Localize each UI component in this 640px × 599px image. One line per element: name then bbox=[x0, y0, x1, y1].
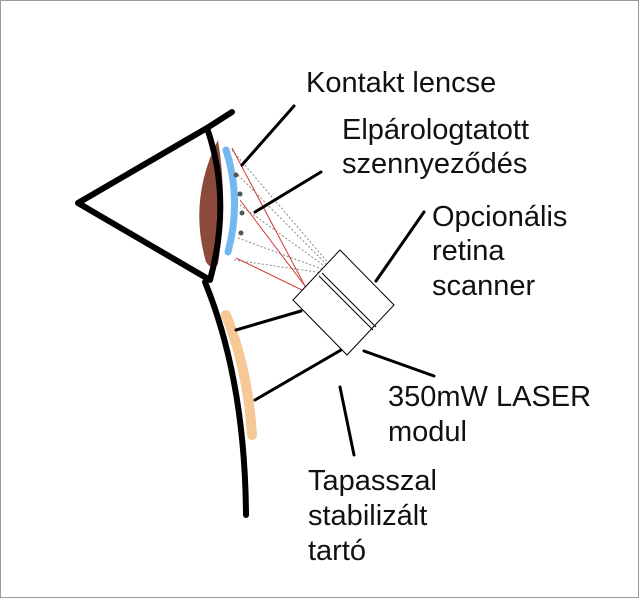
label-laser-module-2: modul bbox=[388, 416, 467, 448]
leader-contact-lens bbox=[240, 104, 296, 167]
skin-patch bbox=[221, 310, 257, 440]
leader-holder-1 bbox=[234, 309, 303, 332]
retina-scanner-box bbox=[292, 249, 395, 356]
leader-scanner bbox=[374, 210, 426, 283]
label-holder-1: Tapasszal bbox=[308, 465, 437, 497]
scanner-rays bbox=[231, 149, 331, 275]
label-retina-scanner-2: retina bbox=[432, 235, 505, 267]
label-retina-scanner-3: scanner bbox=[432, 270, 536, 302]
leader-debris bbox=[253, 170, 323, 214]
label-laser-module-1: 350mW LASER bbox=[388, 381, 591, 413]
contact-lens bbox=[222, 146, 239, 256]
label-evaporated-dirt-1: Elpárologtatott bbox=[342, 114, 529, 146]
laser-rays bbox=[231, 147, 309, 293]
label-contact-lens: Kontakt lencse bbox=[306, 67, 496, 99]
label-retina-scanner-1: Opcionális bbox=[432, 201, 567, 233]
leader-laser bbox=[362, 349, 436, 378]
label-holder-2: stabilizált bbox=[308, 500, 427, 532]
label-evaporated-dirt-2: szennyeződés bbox=[342, 148, 527, 180]
laser-device bbox=[292, 249, 395, 356]
label-holder-3: tartó bbox=[308, 535, 366, 567]
eye-outline bbox=[75, 109, 235, 283]
leader-holder-2 bbox=[253, 348, 343, 402]
leader-lines bbox=[234, 104, 436, 457]
debris-dots bbox=[233, 172, 245, 236]
cheek-curve bbox=[202, 279, 249, 518]
leader-holder-3 bbox=[338, 385, 356, 457]
